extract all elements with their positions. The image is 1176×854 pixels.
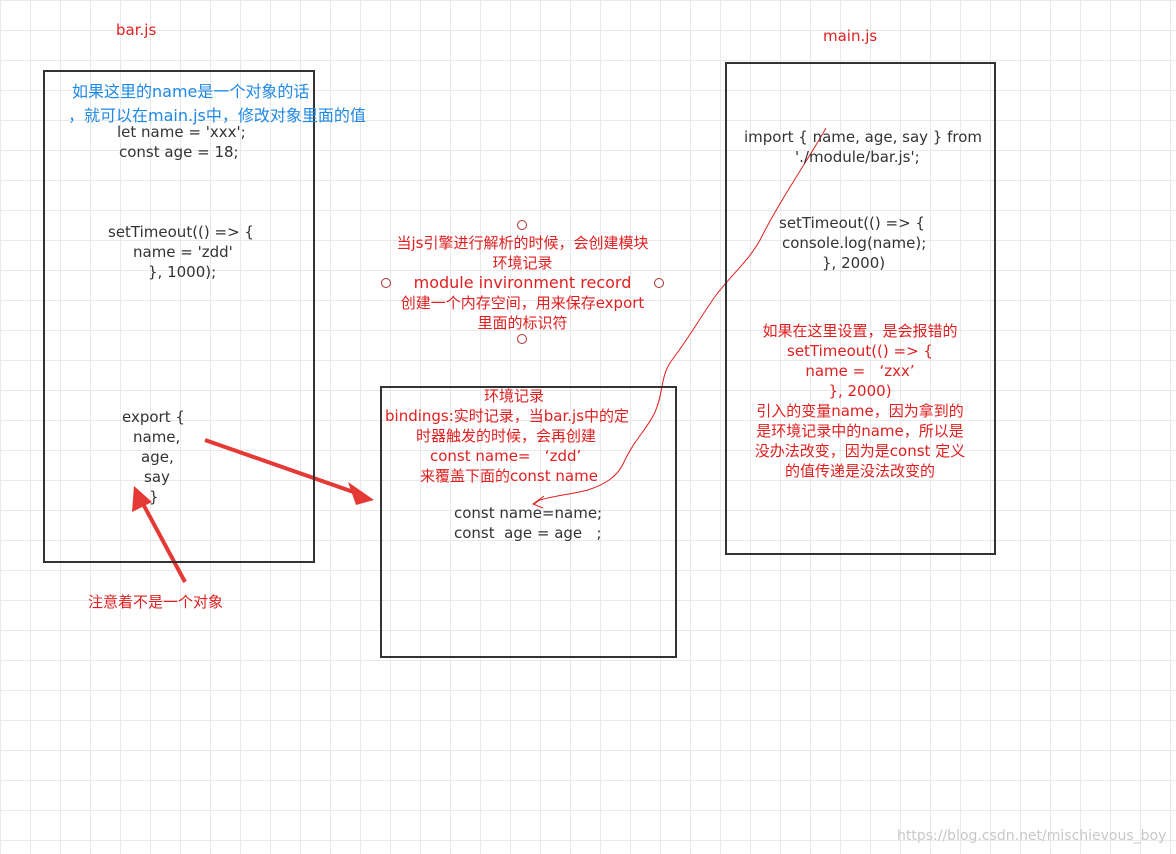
main-timeout-line3: }, 2000) — [822, 254, 886, 272]
main-to-env-curve-head — [531, 495, 545, 509]
env-box-line3: const name= ‘zdd’ — [430, 447, 582, 465]
bar-title: bar.js — [116, 21, 157, 39]
main-import-line2: './module/bar.js'; — [795, 148, 920, 166]
main-js-box — [725, 62, 996, 555]
env-box-line2: 时器触发的时候，会再创建 — [416, 427, 597, 445]
bar-export-line2: name, — [133, 428, 181, 446]
bar-export-line5: } — [149, 488, 159, 506]
main-note-line3: name = ‘zxx’ — [805, 362, 915, 380]
selection-handle-top — [517, 220, 527, 230]
selection-handle-left — [381, 278, 391, 288]
bar-timeout-line2: name = 'zdd' — [133, 243, 233, 261]
main-note-line4: }, 2000) — [828, 382, 892, 400]
bar-code-let: let name = 'xxx'; — [117, 123, 246, 141]
env-record-box — [380, 386, 677, 658]
bar-export-line4: say — [144, 468, 170, 486]
main-note-line7: 没办法改变，因为是const 定义 — [754, 442, 966, 460]
main-to-env-curve — [533, 127, 827, 505]
main-timeout-line2: console.log(name); — [782, 234, 927, 252]
module-record-line2: 环境记录 — [492, 254, 553, 272]
module-record-line1: 当js引擎进行解析的时候，会创建模块 — [396, 234, 649, 252]
main-note-line8: 的值传递是没法改变的 — [784, 462, 935, 480]
bar-export-line1: export { — [122, 408, 185, 426]
env-box-line4: 来覆盖下面的const name — [420, 467, 598, 485]
main-timeout-line1: setTimeout(() => { — [779, 214, 925, 232]
bar-timeout-line1: setTimeout(() => { — [108, 223, 254, 241]
selection-handle-right — [654, 278, 664, 288]
main-title: main.js — [823, 27, 878, 45]
bar-note-line1: 如果这里的name是一个对象的话 — [72, 82, 310, 101]
main-note-line6: 是环境记录中的name，所以是 — [756, 422, 964, 440]
module-record-line4: 创建一个内存空间，用来保存export — [400, 294, 645, 312]
main-note-line5: 引入的变量name，因为拿到的 — [756, 402, 964, 420]
env-box-line1: bindings:实时记录，当bar.js中的定 — [385, 407, 630, 425]
bar-bottom-note: 注意着不是一个对象 — [88, 593, 224, 611]
bar-timeout-line3: }, 1000); — [148, 263, 217, 281]
bar-note-line2: ，就可以在main.js中，修改对象里面的值 — [68, 106, 366, 125]
bar-js-box — [43, 70, 315, 563]
selection-handle-bottom — [517, 334, 527, 344]
note-to-export-arrow — [140, 501, 187, 583]
bar-export-line3: age, — [141, 448, 174, 466]
env-box-code2: const age = age ; — [454, 524, 602, 542]
env-box-title: 环境记录 — [483, 387, 544, 405]
export-to-env-arrowhead — [348, 482, 374, 505]
module-record-line5: 里面的标识符 — [477, 314, 568, 332]
watermark: https://blog.csdn.net/mischievous_boy — [897, 828, 1167, 844]
bar-code-const: const age = 18; — [119, 143, 239, 161]
main-note-line2: setTimeout(() => { — [787, 342, 933, 360]
main-import-line1: import { name, age, say } from — [744, 128, 983, 146]
note-to-export-arrowhead — [132, 486, 152, 512]
module-record-line3: module invironment record — [413, 273, 632, 292]
env-box-code1: const name=name; — [454, 504, 603, 522]
main-note-line1: 如果在这里设置，是会报错的 — [762, 322, 958, 340]
export-to-env-arrow — [204, 438, 363, 497]
